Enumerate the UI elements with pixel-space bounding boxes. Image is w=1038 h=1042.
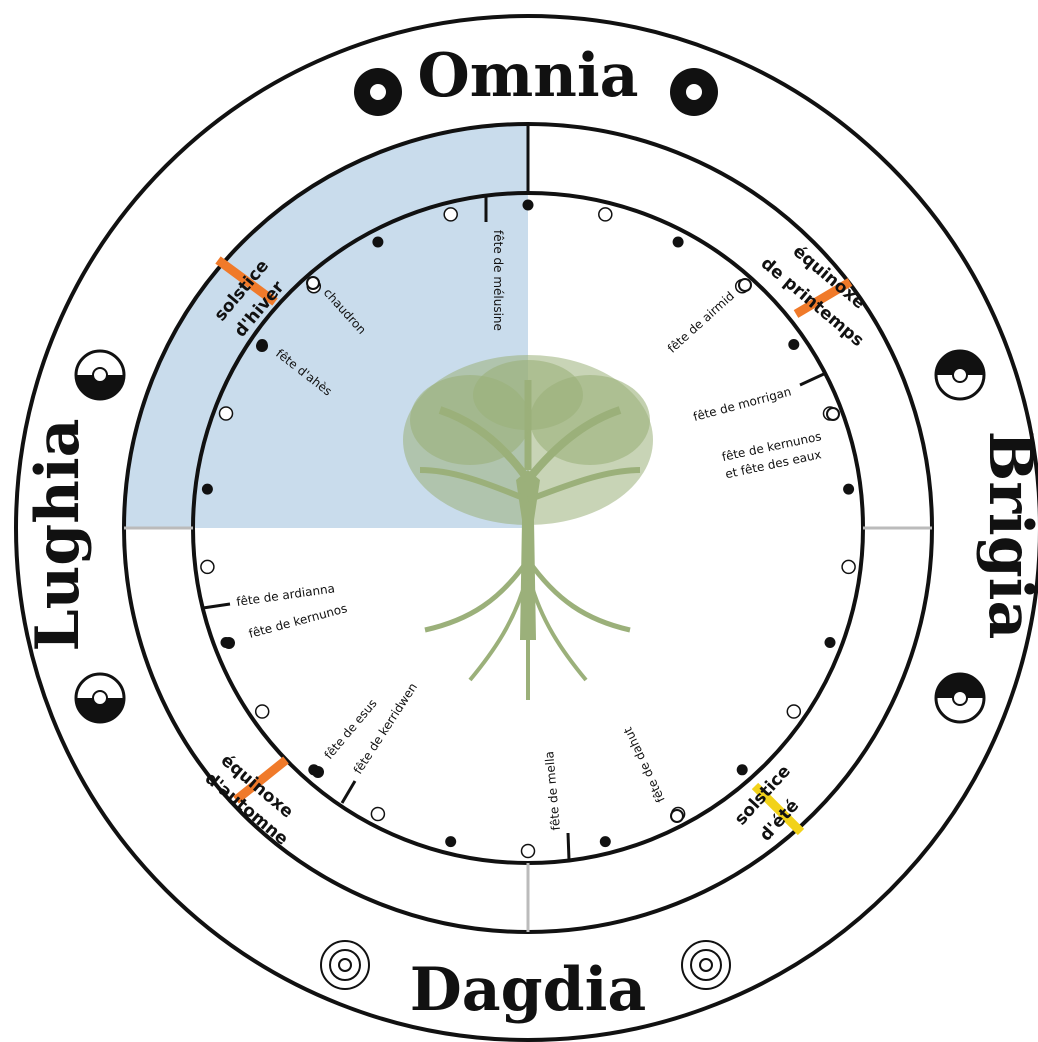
svg-text:fête de kernunos: fête de kernunos: [247, 601, 349, 641]
eye-circle-icon: [936, 674, 984, 722]
festival-mella: fête de mella: [542, 751, 569, 860]
full-moon-marker: [220, 407, 233, 420]
new-moon-marker: [737, 764, 748, 775]
festival-morrigan: fête de morrigan: [692, 373, 826, 424]
full-moon-marker: [599, 208, 612, 221]
festival-ardianna: fête de ardianna: [203, 581, 336, 609]
god-brigia: Brigia: [975, 431, 1038, 640]
festival-kernunos-eaux: fête de kernunos et fête des eaux: [721, 408, 839, 481]
full-moon-marker: [842, 560, 855, 573]
eye-circle-icon: [76, 674, 124, 722]
festival-dahut: fête de dahut: [621, 725, 683, 822]
full-moon-marker: [787, 705, 800, 718]
eye-circle-icon: [682, 941, 730, 989]
full-moon-marker: [201, 560, 214, 573]
svg-text:fête de mélusine: fête de mélusine: [491, 230, 505, 331]
eye-circle-icon: [76, 351, 124, 399]
god-dagdia: Dagdia: [410, 955, 646, 1025]
svg-text:fête de kerridwen: fête de kerridwen: [351, 680, 420, 776]
eye-circle-icon: [670, 68, 718, 116]
new-moon-marker: [523, 200, 534, 211]
svg-text:fête de ardianna: fête de ardianna: [235, 581, 335, 609]
new-moon-marker: [202, 484, 213, 495]
festival-kerridwen: fête de kerridwen: [342, 680, 420, 803]
new-moon-marker: [445, 836, 456, 847]
new-moon-marker: [825, 637, 836, 648]
festival-esus: fête de esus: [312, 696, 380, 778]
svg-text:fête de mella: fête de mella: [542, 751, 563, 831]
svg-text:fête de morrigan: fête de morrigan: [692, 384, 793, 424]
new-moon-marker: [673, 237, 684, 248]
god-lughia: Lughia: [23, 418, 93, 651]
full-moon-marker: [256, 705, 269, 718]
full-moon-marker: [522, 845, 535, 858]
svg-text:fête de airmid: fête de airmid: [665, 289, 737, 356]
eye-circle-icon: [936, 351, 984, 399]
new-moon-marker: [843, 484, 854, 495]
spring-equinox-label: équinoxe de printemps: [757, 242, 869, 351]
full-moon-marker: [444, 208, 457, 221]
eye-circle-icon: [321, 941, 369, 989]
autumn-equinox-label: équinoxe d'automne: [201, 751, 297, 850]
new-moon-marker: [600, 836, 611, 847]
eye-circle-icon: [354, 68, 402, 116]
god-omnia: Omnia: [417, 41, 638, 111]
full-moon-marker: [371, 808, 384, 821]
new-moon-marker: [372, 237, 383, 248]
svg-text:fête de dahut: fête de dahut: [621, 725, 668, 805]
new-moon-marker: [788, 339, 799, 350]
